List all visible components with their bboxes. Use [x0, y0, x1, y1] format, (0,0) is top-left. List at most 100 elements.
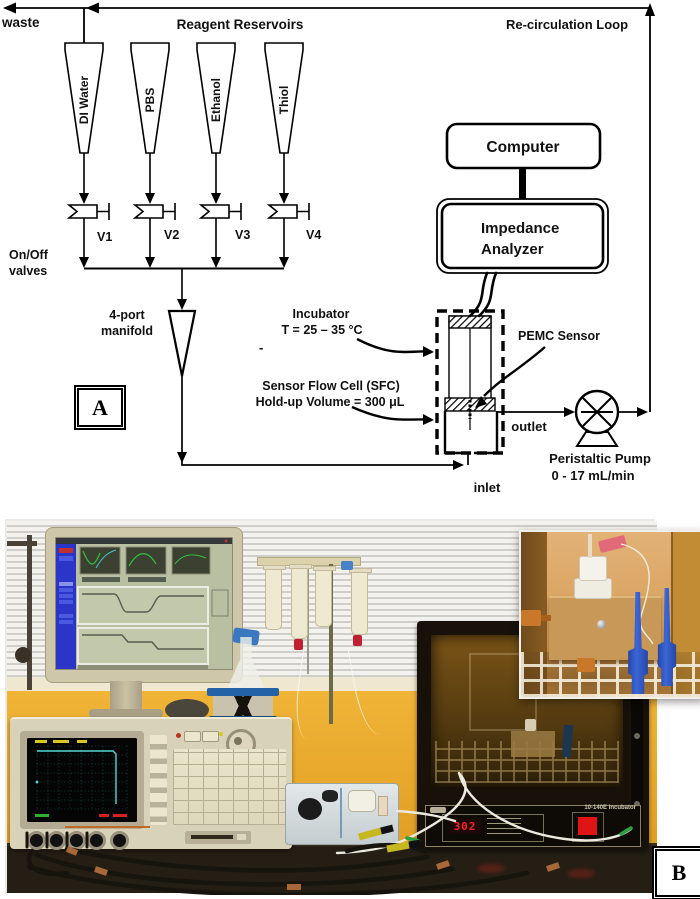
- annotation-arrowheads: [423, 346, 487, 425]
- computer-label: Computer: [486, 139, 559, 156]
- valve-arrowheads: [79, 193, 464, 470]
- incubator-label-1: Incubator: [293, 307, 350, 321]
- crt-screen: [27, 738, 137, 822]
- power-switch: [578, 817, 597, 835]
- outlet-arrowhead: [564, 407, 575, 417]
- computer-mouse: [165, 699, 209, 721]
- bnc-connector: [27, 831, 46, 850]
- pump-controller: [285, 783, 399, 845]
- panel-a-label: A: [74, 385, 126, 430]
- valve-label-v3: V3: [235, 228, 250, 242]
- sfc-label-2: Hold-up Volume = 300 μL: [256, 395, 405, 409]
- impedance-label-1: Impedance: [481, 220, 559, 237]
- display-group: 302: [442, 814, 544, 842]
- lab-bench: [7, 843, 657, 893]
- display-legend: [487, 818, 521, 838]
- rotary-knob-center: [234, 737, 242, 745]
- flow-cell-fitting: [525, 719, 536, 731]
- incubator-dashed-box: [435, 309, 505, 455]
- status-led: [219, 732, 223, 736]
- monitor-base: [89, 709, 163, 718]
- waste-label: waste: [1, 15, 40, 30]
- power-switch-bezel: [572, 812, 604, 842]
- controller-knob: [298, 798, 322, 820]
- onoff-valves-label-1: On/Off: [9, 248, 49, 262]
- annotation-arrows: [351, 337, 546, 421]
- crt-trace-plot: [27, 738, 137, 822]
- controller-knob-small: [322, 790, 338, 802]
- bnc-connector: [67, 831, 86, 850]
- floppy-drive: [185, 831, 251, 844]
- controller-fitting: [378, 796, 388, 816]
- bnc-connector: [87, 831, 106, 850]
- minus-mark: -: [259, 340, 263, 355]
- sensor-wire: [620, 543, 654, 645]
- inlet-label: inlet: [474, 480, 501, 495]
- retort-stand-rod: [27, 535, 32, 690]
- labview-interface: [56, 538, 232, 669]
- bnc-connector: [47, 831, 66, 850]
- bench-reflection: [477, 864, 505, 873]
- outlet-label: outlet: [511, 419, 547, 434]
- pump-label-2: 0 - 17 mL/min: [551, 468, 634, 483]
- syringe: [349, 568, 372, 635]
- onoff-valves-label-2: valves: [9, 264, 47, 278]
- lab-photo: 10-140E Incubator 302: [5, 519, 700, 895]
- bnc-connector: [110, 831, 129, 850]
- flow-cell-inset-photo: [519, 530, 700, 699]
- valve-label-v2: V2: [164, 228, 179, 242]
- panel-b-label: B: [652, 846, 700, 899]
- temperature-display: 302: [449, 819, 481, 834]
- reservoir-label-pbs: PBS: [143, 88, 157, 113]
- power-led: [176, 733, 181, 738]
- impedance-label-2: Analyzer: [481, 241, 544, 258]
- monitor-stand: [110, 681, 142, 711]
- connector-label-strip: [65, 826, 150, 828]
- orange-fitting-stem: [541, 615, 551, 621]
- pemc-sensor-label: PEMC Sensor: [518, 329, 600, 343]
- reservoir-label-thiol: Thiol: [277, 86, 291, 115]
- pump-head: [348, 790, 376, 812]
- incubator-control-panel: 10-140E Incubator 302: [425, 805, 641, 847]
- analyzer-cables: [468, 271, 498, 318]
- pump-label-1: Peristaltic Pump: [549, 451, 651, 466]
- impedance-analyzer-instrument: [10, 717, 292, 850]
- manifold-label-2: manifold: [101, 324, 153, 338]
- peristaltic-pump-symbol: [574, 389, 620, 447]
- manifold-label-1: 4-port: [109, 308, 145, 322]
- manifold-funnel: [167, 309, 197, 377]
- computer-analyzer-link: [519, 168, 526, 199]
- crt-bezel: [20, 731, 144, 829]
- incubator-label-2: T = 25 – 35 °C: [281, 323, 362, 337]
- iv-stand-pole: [329, 564, 333, 724]
- syringe: [313, 566, 336, 627]
- syringe-blue-fitting: [341, 561, 353, 570]
- flow-cell-in-incubator: [511, 731, 555, 757]
- stopcock-valve: [294, 639, 303, 650]
- orange-fitting: [521, 610, 541, 626]
- computer-monitor: [45, 527, 243, 683]
- reservoir-label-ethanol: Ethanol: [209, 78, 223, 122]
- reservoir-label-diwater: DI Water: [77, 76, 91, 125]
- valve-symbols: [66, 203, 310, 220]
- orange-connector: [577, 658, 595, 672]
- syringe: [263, 565, 286, 630]
- valve-lines: [83, 153, 285, 303]
- function-key: [202, 731, 219, 742]
- stopcock-valve: [353, 635, 362, 646]
- inlet-tube: [588, 534, 592, 558]
- valve-label-v4: V4: [306, 228, 321, 242]
- reagent-reservoirs-title: Reagent Reservoirs: [177, 17, 304, 32]
- impedance-analyzer-box: [436, 198, 609, 274]
- recirculation-label: Re-circulation Loop: [506, 17, 628, 32]
- incubator-model-label: 10-140E Incubator: [584, 805, 636, 811]
- ptfe-fitting-upper: [579, 556, 607, 581]
- valve-label-v1: V1: [97, 230, 112, 244]
- monitor-screen: [55, 537, 233, 670]
- keypad-grid: [173, 749, 286, 825]
- sensor-flow-cell: [443, 315, 499, 455]
- bench-reflection: [567, 869, 595, 878]
- sfc-label-1: Sensor Flow Cell (SFC): [262, 379, 400, 393]
- softkey-buttons: [150, 735, 167, 825]
